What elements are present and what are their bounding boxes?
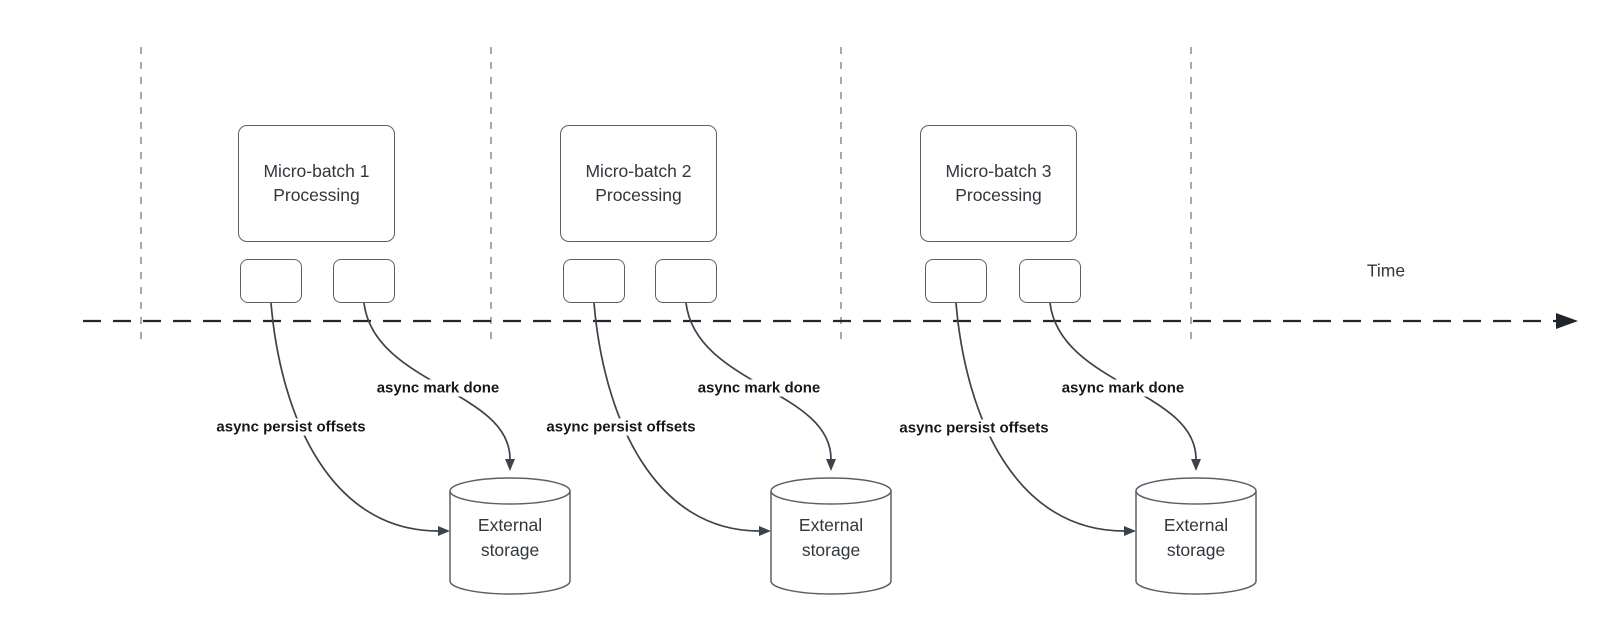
micro-batch-2-task-box-left — [563, 259, 625, 303]
micro-batch-2-task-box-right — [655, 259, 717, 303]
micro-batch-1-task-box-left — [240, 259, 302, 303]
storage-cylinder-1 — [449, 477, 571, 595]
persist-offsets-arrow-2 — [593, 302, 771, 536]
micro-batch-2-processing-box: Micro-batch 2 Processing — [560, 125, 717, 242]
micro-batch-1-task-box-right — [333, 259, 395, 303]
external-storage-label-2: External storage — [798, 515, 864, 560]
external-storage-label-1: External storage — [477, 515, 543, 560]
micro-batch-1-processing-box: Micro-batch 1 Processing — [238, 125, 395, 242]
external-storage-label-3: External storage — [1163, 515, 1229, 560]
time-axis-label: Time — [1366, 260, 1406, 281]
mark-done-label-3: async mark done — [1058, 379, 1188, 397]
mark-done-label-1: async mark done — [373, 379, 503, 397]
mark-done-label-2: async mark done — [694, 379, 824, 397]
persist-offsets-arrow-3 — [955, 302, 1136, 536]
persist-offsets-label-1: async persist offsets — [213, 418, 369, 436]
micro-batch-3-processing-box: Micro-batch 3 Processing — [920, 125, 1077, 242]
storage-cylinder-3 — [1135, 477, 1257, 595]
storage-cylinder-2 — [770, 477, 892, 595]
persist-offsets-arrow-1 — [270, 302, 450, 536]
micro-batch-3-task-box-left — [925, 259, 987, 303]
time-axis-arrowhead — [1556, 313, 1578, 329]
persist-offsets-label-2: async persist offsets — [543, 418, 699, 436]
persist-offsets-label-3: async persist offsets — [896, 419, 1052, 437]
micro-batch-3-task-box-right — [1019, 259, 1081, 303]
